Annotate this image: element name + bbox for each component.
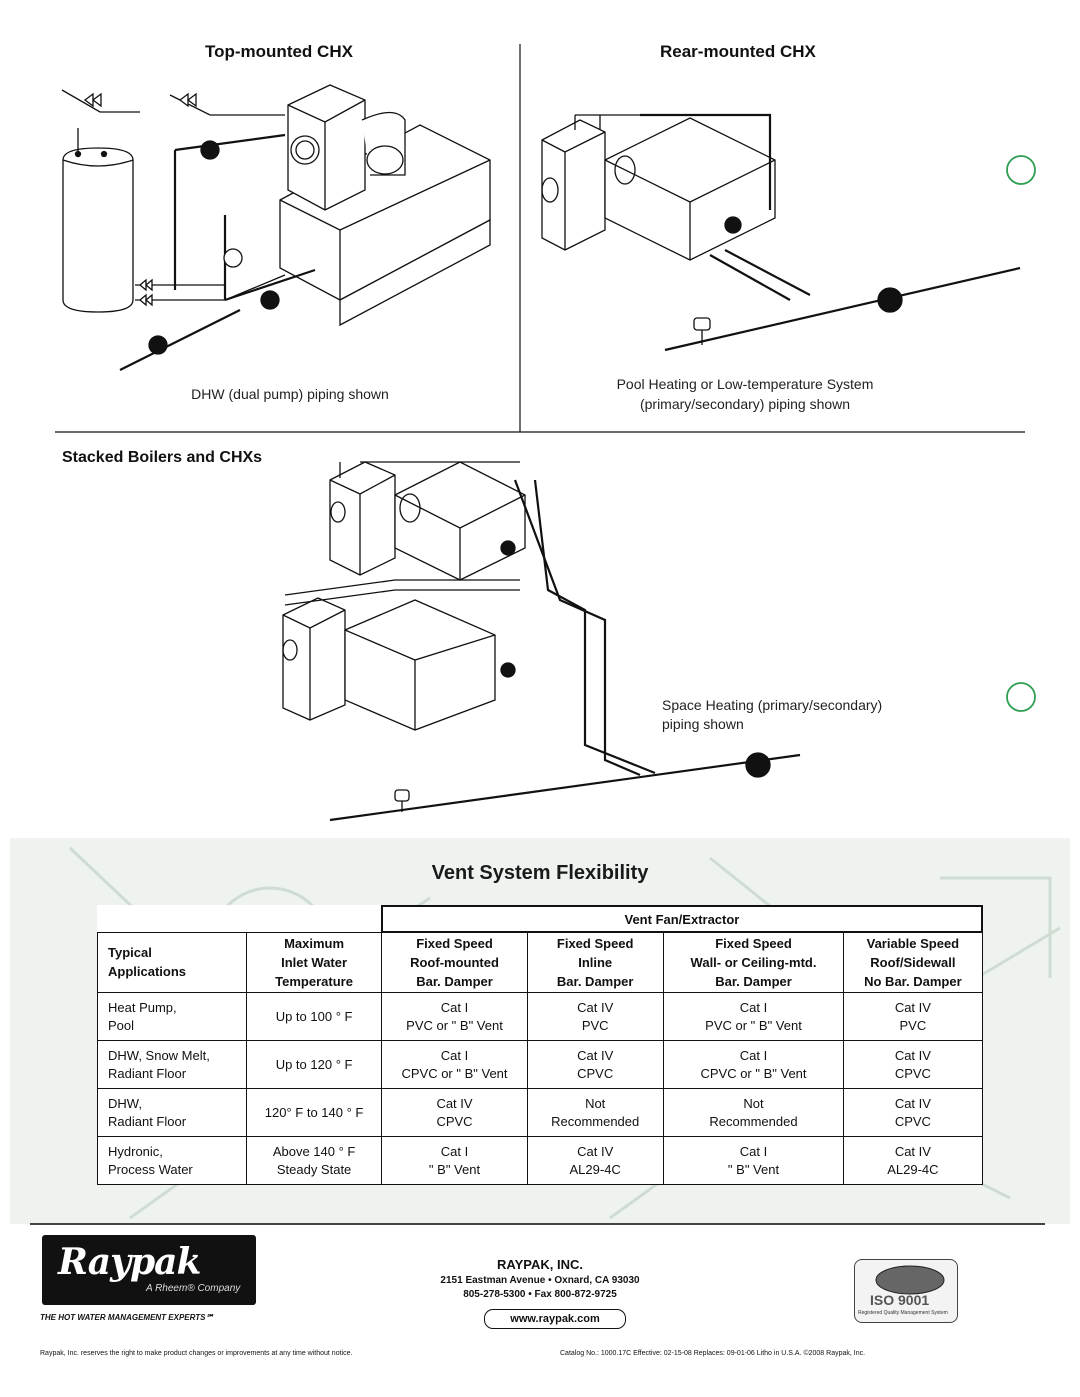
tagline: THE HOT WATER MANAGEMENT EXPERTS℠	[40, 1313, 214, 1322]
cell-temperature: 120° F to 140 ° F	[245, 1088, 383, 1137]
top-mounted-diagram	[61, 84, 491, 371]
iso-text: ISO 9001	[870, 1292, 930, 1308]
stacked-caption-1: Space Heating (primary/secondary)	[662, 697, 883, 713]
cell-temperature: Up to 120 ° F	[245, 1040, 383, 1089]
top-mounted-title: Top-mounted CHX	[205, 42, 353, 61]
cell-application: Hydronic,Process Water	[97, 1136, 247, 1185]
cell-temperature: Up to 100 ° F	[245, 992, 383, 1041]
raypak-logo	[42, 1235, 256, 1305]
rear-mounted-caption-1: Pool Heating or Low-temperature System	[616, 376, 874, 392]
logo-subtitle: A Rheem® Company	[146, 1283, 241, 1294]
company-address: 2151 Eastman Avenue • Oxnard, CA 93030	[440, 1275, 640, 1286]
piping-diagrams	[55, 44, 1036, 822]
rear-mounted-title: Rear-mounted CHX	[660, 42, 816, 61]
punch-hole-bottom	[1006, 682, 1036, 712]
company-phone: 805-278-5300 • Fax 800-872-9725	[463, 1289, 617, 1300]
table-row: DHW,Radiant Floor 120° F to 140 ° F Cat …	[97, 1088, 983, 1137]
top-mounted-caption: DHW (dual pump) piping shown	[191, 386, 389, 402]
stacked-caption-2: piping shown	[662, 716, 744, 732]
stacked-title: Stacked Boilers and CHXs	[62, 449, 263, 466]
stacked-diagram	[282, 461, 801, 822]
vent-group-header: Vent Fan/Extractor	[380, 905, 984, 933]
table-row: DHW, Snow Melt,Radiant Floor Up to 120 °…	[97, 1040, 983, 1089]
cell-application: Heat Pump,Pool	[97, 992, 247, 1041]
vent-group-header-row: Vent Fan/Extractor	[98, 905, 984, 933]
rear-mounted-diagram	[541, 113, 1021, 352]
cell-wall-ceiling: Cat I" B" Vent	[662, 1136, 845, 1185]
footer-divider	[30, 1223, 1045, 1225]
punch-hole-top	[1006, 155, 1036, 185]
iso-subtitle: Registered Quality Management System	[858, 1310, 948, 1316]
logo-wordmark: Raypak	[58, 1241, 201, 1283]
website-link[interactable]: www.raypak.com	[484, 1309, 626, 1329]
cell-roof-mounted: Cat I" B" Vent	[381, 1136, 528, 1185]
rear-mounted-caption-2: (primary/secondary) piping shown	[639, 396, 851, 412]
vent-title: Vent System Flexibility	[431, 862, 649, 884]
catalog-info: Catalog No.: 1000.17C Effective: 02-15-0…	[560, 1350, 866, 1357]
disclaimer: Raypak, Inc. reserves the right to make …	[40, 1350, 353, 1357]
company-name: RAYPAK, INC.	[497, 1257, 583, 1272]
cell-application: DHW, Snow Melt,Radiant Floor	[97, 1040, 247, 1089]
cell-application: DHW,Radiant Floor	[97, 1088, 247, 1137]
globe-icon	[875, 1265, 945, 1295]
iso-badge	[854, 1259, 958, 1323]
